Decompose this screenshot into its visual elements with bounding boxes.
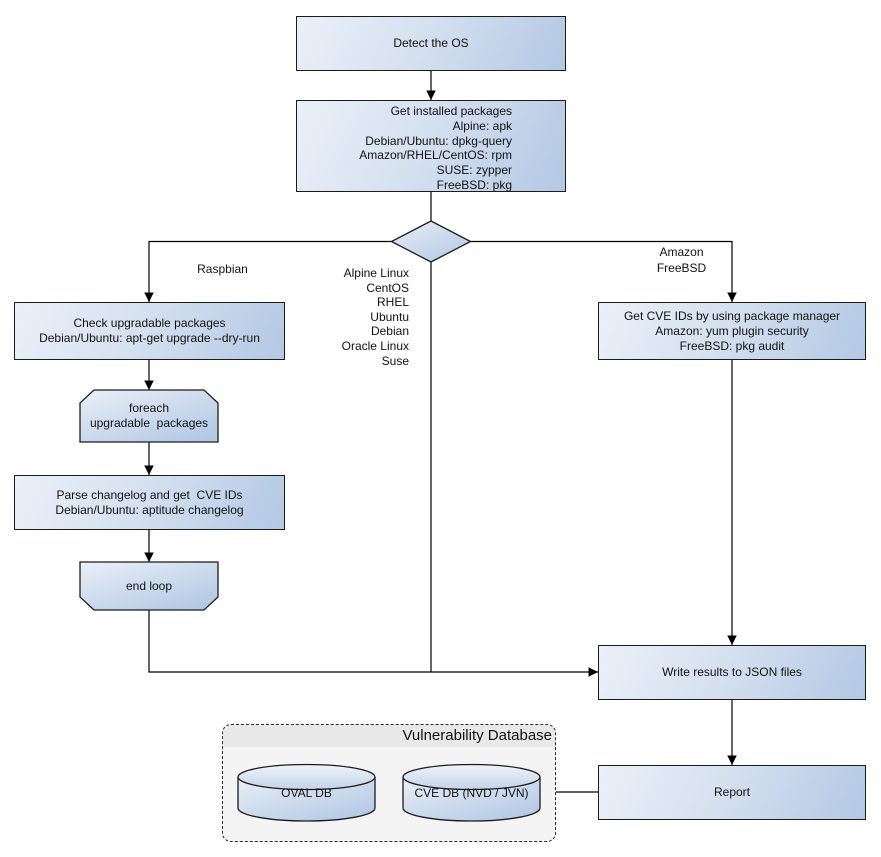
vulnerability-database-title: Vulnerability Database <box>223 725 555 747</box>
connector-endloop-to-write-results <box>148 610 598 677</box>
node-get-cve-ids: Get CVE IDs by using package manager Ama… <box>598 302 866 360</box>
node-get-installed-packages: Get installed packages Alpine: apk Debia… <box>296 100 566 192</box>
node-check-upgradable-packages-label: Check upgradable packages Debian/Ubuntu:… <box>39 316 260 345</box>
foreach-loop-shape <box>79 389 219 443</box>
end-loop-label: end loop <box>125 578 173 593</box>
connector-diamond-to-get-cve-ids <box>470 240 737 302</box>
decision-diamond <box>390 220 472 263</box>
end-loop-label-box: end loop <box>80 562 218 610</box>
node-parse-changelog: Parse changelog and get CVE IDs Debian/U… <box>14 475 285 530</box>
oval-db-cylinder-top <box>237 763 376 791</box>
edge-label-amazon-freebsd: Amazon FreeBSD <box>656 245 707 275</box>
node-write-results-label: Write results to JSON files <box>662 665 802 679</box>
foreach-loop-label: foreach upgradable packages <box>89 401 209 430</box>
cve-db-label: CVE DB (NVD / JVN) <box>414 786 529 800</box>
node-parse-changelog-label: Parse changelog and get CVE IDs Debian/U… <box>55 487 244 517</box>
node-detect-os: Detect the OS <box>296 16 566 71</box>
connector-diamond-to-check-upgradable <box>144 240 392 302</box>
oval-db-label: OVAL DB <box>281 786 332 800</box>
edge-label-raspbian: Raspbian <box>197 262 248 276</box>
node-report-label: Report <box>713 785 751 799</box>
node-get-installed-packages-label: Get installed packages Alpine: apk Debia… <box>359 104 512 192</box>
node-detect-os-label: Detect the OS <box>393 36 469 50</box>
end-loop-shape <box>79 561 219 611</box>
foreach-loop-label-box: foreach upgradable packages <box>80 390 218 442</box>
cve-db-cylinder-top <box>402 763 541 791</box>
node-write-results: Write results to JSON files <box>598 645 866 700</box>
node-check-upgradable-packages: Check upgradable packages Debian/Ubuntu:… <box>14 302 285 360</box>
edge-label-os-list: Alpine Linux CentOS RHEL Ubuntu Debian O… <box>341 266 409 368</box>
node-get-cve-ids-label: Get CVE IDs by using package manager Ama… <box>623 308 841 353</box>
node-report: Report <box>598 765 866 820</box>
